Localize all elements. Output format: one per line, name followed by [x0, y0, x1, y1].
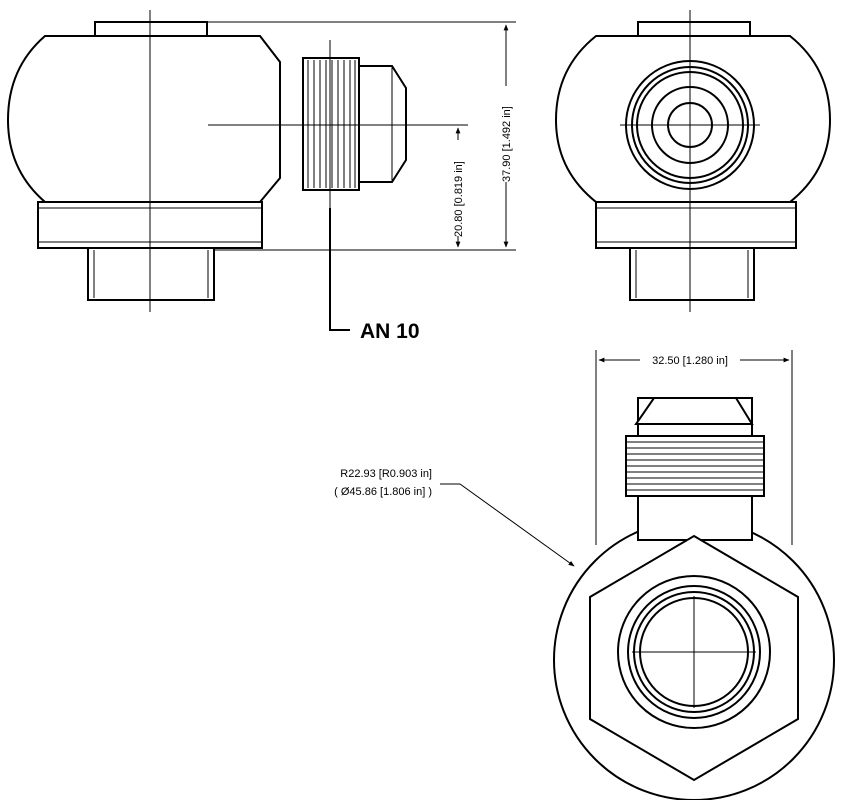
front-view-top-cap	[94, 21, 208, 37]
top-view-flare-tip	[634, 397, 754, 425]
width-dimension: 32.50 [1.280 in]	[595, 350, 793, 545]
height-total-label: 37.90 [1.492 in]	[501, 106, 513, 182]
width-label: 32.50 [1.280 in]	[652, 355, 728, 367]
radius-leader-line	[440, 483, 575, 567]
radius-label-line2: ( Ø45.86 [1.806 in] )	[334, 486, 432, 498]
front-view	[6, 10, 412, 312]
front-view-bottom-boss	[87, 247, 215, 301]
front-view-thread	[302, 57, 360, 191]
top-view	[553, 397, 835, 800]
front-view-body	[6, 35, 281, 203]
top-view-port-ring-2	[627, 585, 761, 719]
front-view-flare-tip	[358, 65, 407, 183]
side-view	[554, 10, 832, 312]
top-view-thread-lines	[626, 441, 764, 491]
radius-label-line1: R22.93 [R0.903 in]	[340, 468, 432, 480]
height-center-label: 20.80 [0.819 in]	[453, 161, 465, 237]
an10-label: AN 10	[360, 320, 420, 343]
side-view-bottom-boss	[629, 247, 755, 301]
radius-callout: R22.93 [R0.903 in] ( Ø45.86 [1.806 in] )	[334, 468, 575, 567]
side-view-top-cap	[637, 21, 751, 37]
side-view-hex-nut	[595, 201, 797, 249]
top-view-port-ring-1	[617, 575, 771, 729]
an10-callout: AN 10	[329, 208, 420, 343]
an10-leader-line	[329, 208, 350, 331]
height-dimensions: 20.80 [0.819 in] 37.90 [1.492 in]	[207, 21, 516, 251]
front-view-thread-lines	[307, 60, 356, 188]
